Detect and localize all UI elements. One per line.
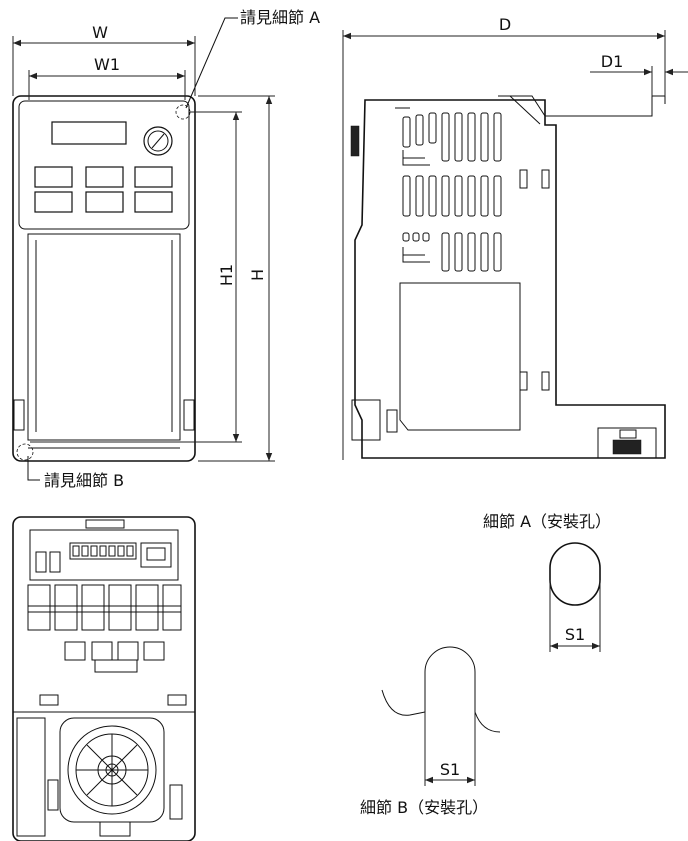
display-window (51, 121, 127, 145)
keypad (34, 166, 173, 213)
dim-w1-label: W1 (94, 55, 120, 74)
dim-h1-label: H1 (217, 264, 236, 286)
front-view (12, 95, 196, 462)
bottom-view (12, 516, 196, 841)
detail-a-s1: S1 (565, 625, 585, 644)
dim-d1-label: D1 (601, 52, 624, 71)
callout-a-text: 請見細節 A (240, 8, 320, 27)
side-dimensions: D D1 (342, 15, 688, 460)
dim-w-label: W (92, 23, 108, 42)
detail-b-s1: S1 (440, 760, 460, 779)
dim-d-label: D (499, 15, 511, 34)
vent-slots (402, 112, 502, 272)
fan-icon (59, 717, 165, 823)
knob-icon (143, 126, 173, 156)
dim-h-label: H (248, 269, 267, 281)
power-terminals (27, 584, 182, 631)
detail-b: S1 細節 B（安裝孔） (360, 646, 501, 817)
detail-a: 細節 A（安裝孔） S1 (483, 512, 611, 652)
front-dimensions: W W1 H1 H (12, 23, 275, 462)
callout-a: 請見細節 A (185, 8, 320, 109)
detail-a-title: 細節 A（安裝孔） (483, 512, 611, 531)
callout-b-text: 請見細節 B (44, 471, 124, 490)
side-view (350, 95, 666, 459)
detail-b-title: 細節 B（安裝孔） (360, 798, 488, 817)
callout-b: 請見細節 B (27, 456, 124, 490)
